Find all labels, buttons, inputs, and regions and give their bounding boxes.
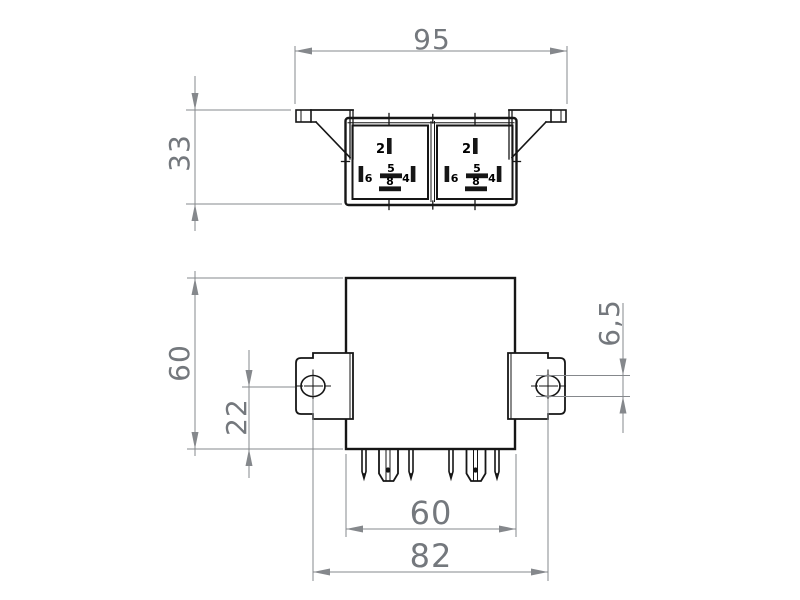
slot-left-socket-top bbox=[387, 138, 392, 154]
terminal-blade-right bbox=[465, 448, 487, 482]
flange-lip-right bbox=[550, 109, 567, 123]
slot-right-socket-right bbox=[496, 166, 502, 182]
pin-label: 8 bbox=[386, 175, 394, 188]
relay-body-outline bbox=[344, 276, 517, 451]
slot-right-socket-top bbox=[473, 138, 478, 154]
pin-label: 5 bbox=[387, 162, 395, 175]
blade-hole-right bbox=[472, 467, 479, 473]
arrowhead bbox=[191, 204, 199, 221]
terminal-pin bbox=[494, 448, 500, 482]
slot-left-socket-right bbox=[410, 166, 416, 182]
pin-label: 5 bbox=[473, 162, 481, 175]
arrowhead bbox=[191, 432, 199, 449]
slot-right-socket-bottom bbox=[465, 186, 487, 192]
arrowhead bbox=[191, 93, 199, 110]
dim-body-height bbox=[187, 271, 343, 456]
dim-label-overall-height: 33 bbox=[163, 134, 196, 172]
slot-left-socket-left bbox=[358, 166, 364, 182]
dim-hole-spacing bbox=[312, 399, 549, 581]
dim-body-width bbox=[345, 454, 517, 537]
bottom-dim-arrowheads bbox=[191, 278, 627, 576]
dim-label-hole-center-to-base: 22 bbox=[220, 398, 253, 436]
dim-label-hole-spacing: 82 bbox=[410, 537, 453, 575]
arrowhead bbox=[191, 278, 199, 295]
arrowhead bbox=[313, 568, 330, 576]
bottom-dim-labels: 60 22 6,5 60 82 bbox=[163, 299, 626, 575]
slot-left-socket-bottom bbox=[379, 186, 401, 192]
arrowhead bbox=[295, 47, 312, 55]
pin-label: 2 bbox=[462, 142, 471, 157]
terminals bbox=[361, 448, 500, 482]
terminal-blade-left bbox=[378, 448, 399, 482]
arrowhead bbox=[245, 370, 253, 387]
pin-tip-dot bbox=[409, 473, 413, 476]
pin-label: 2 bbox=[376, 142, 385, 157]
front-dimensions: 95 33 bbox=[163, 23, 568, 231]
front-part bbox=[295, 109, 567, 211]
pin-tip-dot bbox=[362, 473, 366, 476]
front-terminal-slots bbox=[358, 138, 502, 192]
arrowhead bbox=[550, 47, 567, 55]
blade-hole-left bbox=[385, 467, 391, 473]
dim-label-body-height: 60 bbox=[163, 344, 196, 382]
socket-right-outline bbox=[436, 124, 514, 200]
arrowhead bbox=[531, 568, 548, 576]
bottom-view: 60 22 6,5 60 82 bbox=[163, 271, 630, 581]
slot-right-socket-center bbox=[466, 173, 488, 179]
arrowhead bbox=[346, 525, 363, 533]
dim-label-overall-width: 95 bbox=[413, 23, 451, 56]
dim-overall-height bbox=[186, 76, 342, 231]
terminal-detents bbox=[362, 467, 499, 476]
pin-label: 4 bbox=[402, 172, 410, 185]
pin-tip-dot bbox=[495, 473, 499, 476]
arrowhead bbox=[619, 358, 627, 376]
bottom-dimensions: 60 22 6,5 60 82 bbox=[163, 271, 630, 581]
terminal-pin bbox=[448, 448, 454, 482]
slot-right-socket-left bbox=[444, 166, 450, 182]
arrowhead bbox=[245, 449, 253, 466]
pin-tip-dot bbox=[449, 473, 453, 476]
pin-label: 8 bbox=[472, 175, 480, 188]
bottom-part bbox=[295, 276, 566, 482]
dim-label-slot-height: 6,5 bbox=[593, 299, 626, 347]
socket-left-outline bbox=[351, 124, 429, 200]
front-pin-labels: 2 6 5 4 8 2 6 5 4 8 bbox=[365, 142, 496, 188]
dim-overall-width bbox=[294, 46, 568, 104]
flange-lip-left bbox=[295, 109, 312, 123]
pin-label: 4 bbox=[488, 172, 496, 185]
terminal-pin bbox=[361, 448, 367, 482]
front-dim-arrowheads bbox=[191, 47, 567, 221]
pin-label: 6 bbox=[451, 172, 459, 185]
pin-label: 6 bbox=[365, 172, 373, 185]
front-dim-labels: 95 33 bbox=[163, 23, 451, 172]
housing-tick-marks bbox=[340, 112, 522, 211]
dim-label-body-width: 60 bbox=[410, 494, 453, 532]
arrowhead bbox=[619, 396, 627, 414]
slot-left-socket-center bbox=[380, 173, 402, 179]
front-view: 2 6 5 4 8 2 6 5 4 8 bbox=[163, 23, 568, 231]
arrowhead bbox=[499, 525, 516, 533]
terminal-pin bbox=[408, 448, 414, 482]
